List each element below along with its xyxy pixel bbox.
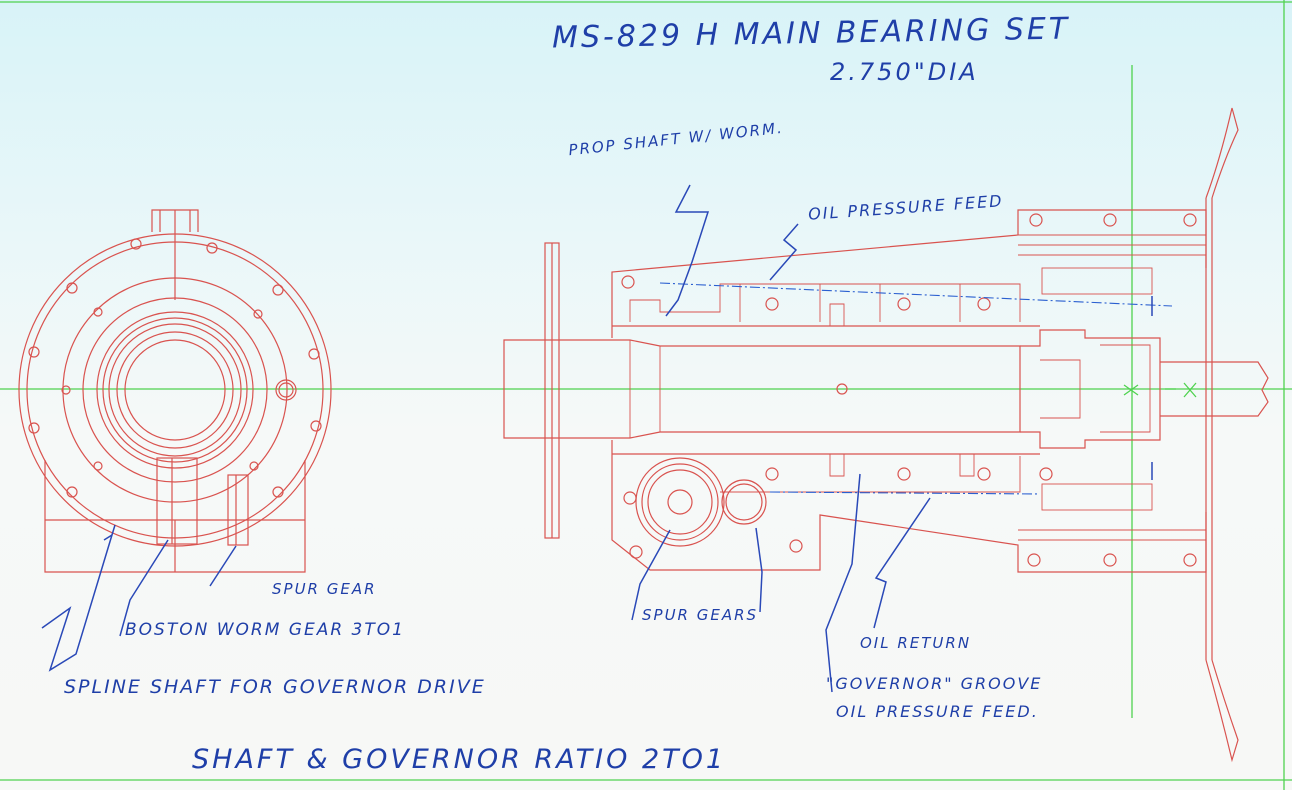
note-spline-shaft: SPLINE SHAFT FOR GOVERNOR DRIVE: [64, 676, 486, 698]
side-section-view: [503, 107, 1269, 763]
note-spur-gear: SPUR GEAR: [272, 580, 377, 598]
note-groove-feed: OIL PRESSURE FEED.: [836, 702, 1039, 721]
note-governor-groove: "GOVERNOR" GROOVE: [826, 674, 1043, 693]
leader-lines: [41, 184, 931, 693]
oil-passages: [659, 282, 1173, 495]
note-oil-return: OIL RETURN: [860, 634, 972, 652]
note-spur-gears: SPUR GEARS: [642, 606, 759, 624]
note-boston-worm: BOSTON WORM GEAR 3TO1: [125, 620, 405, 640]
note-ratio: SHAFT & GOVERNOR RATIO 2TO1: [192, 744, 727, 775]
end-view-housing: [18, 209, 332, 573]
title-line-2: 2.750"DIA: [830, 58, 979, 86]
